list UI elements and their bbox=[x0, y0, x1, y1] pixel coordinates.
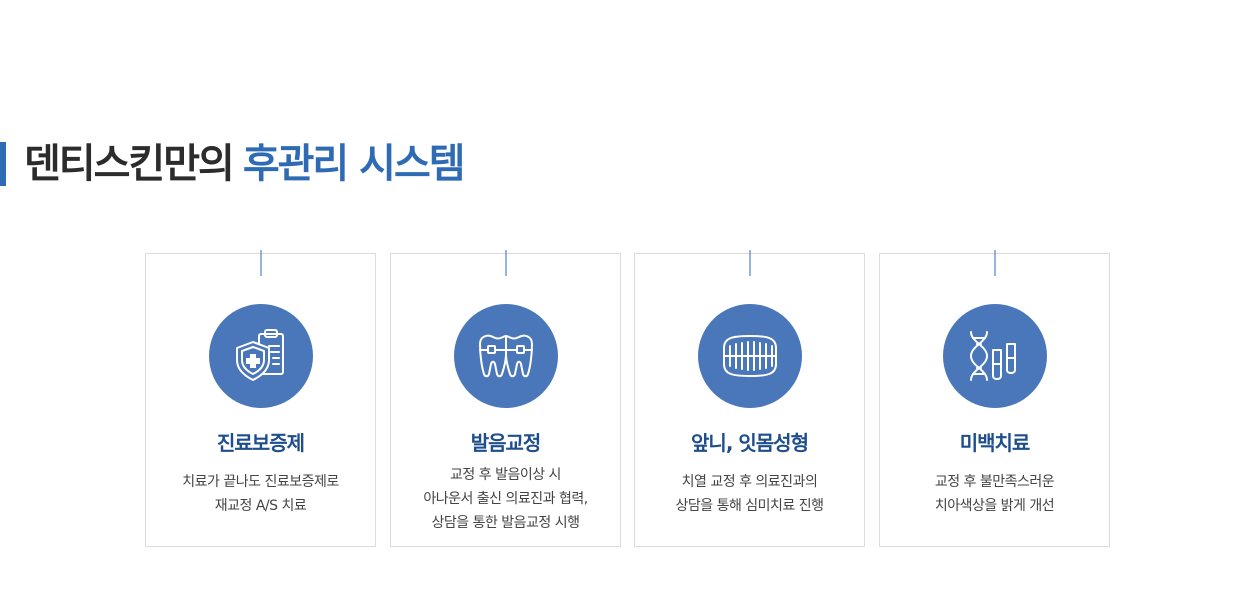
dna-test-tube-icon bbox=[969, 331, 1016, 381]
card-title: 미백치료 bbox=[959, 431, 1031, 455]
card-desc-line: 아나운서 출신 의료진과 협력, bbox=[423, 491, 588, 507]
card-description: 치료가 끝나도 진료보증제로 재교정 A/S 치료 bbox=[154, 470, 367, 518]
card-title: 발음교정 bbox=[470, 431, 542, 455]
card-connector-line bbox=[505, 250, 506, 276]
title-accent-bar bbox=[0, 142, 6, 186]
card-desc-line: 치료가 끝나도 진료보증제로 bbox=[182, 474, 339, 490]
card-connector-line bbox=[994, 250, 995, 276]
title-accent-text: 후관리 시스템 bbox=[242, 141, 466, 187]
card-desc-line: 재교정 A/S 치료 bbox=[214, 498, 307, 514]
title-dark-text: 덴티스킨만의 bbox=[24, 141, 235, 187]
card-whitening: 미백치료 교정 후 불만족스러운 치아색상을 밝게 개선 bbox=[879, 250, 1110, 547]
shield-medical-icon bbox=[235, 329, 284, 381]
card-desc-line: 치아색상을 밝게 개선 bbox=[934, 498, 1055, 514]
icon-circle bbox=[942, 304, 1047, 408]
card-title: 앞니, 잇몸성형 bbox=[691, 431, 809, 455]
card-pronunciation: 발음교정 교정 후 발음이상 시 아나운서 출신 의료진과 협력, 상담을 통한… bbox=[390, 250, 621, 547]
card-desc-line: 교정 후 발음이상 시 bbox=[450, 467, 561, 483]
icon-circle bbox=[453, 304, 558, 408]
card-desc-line: 상담을 통해 심미치료 진행 bbox=[675, 498, 824, 514]
card-desc-line: 교정 후 불만족스러운 bbox=[934, 474, 1055, 490]
icon-circle bbox=[208, 304, 313, 408]
card-description: 치열 교정 후 의료진과의 상담을 통해 심미치료 진행 bbox=[643, 470, 856, 518]
card-description: 교정 후 발음이상 시 아나운서 출신 의료진과 협력, 상담을 통한 발음교정… bbox=[399, 463, 612, 535]
card-connector-line bbox=[749, 250, 750, 276]
card-front-teeth-gum: 앞니, 잇몸성형 치열 교정 후 의료진과의 상담을 통해 심미치료 진행 bbox=[634, 250, 865, 547]
braces-teeth-icon bbox=[478, 334, 533, 378]
card-connector-line bbox=[260, 250, 261, 276]
card-title: 진료보증제 bbox=[217, 431, 305, 455]
icon-circle bbox=[697, 304, 802, 408]
card-description: 교정 후 불만족스러운 치아색상을 밝게 개선 bbox=[888, 470, 1101, 518]
card-desc-line: 치열 교정 후 의료진과의 bbox=[681, 474, 818, 490]
card-desc-line: 상담을 통한 발음교정 시행 bbox=[431, 515, 580, 531]
dentures-icon bbox=[722, 335, 777, 377]
card-warranty: 진료보증제 치료가 끝나도 진료보증제로 재교정 A/S 치료 bbox=[145, 250, 376, 547]
